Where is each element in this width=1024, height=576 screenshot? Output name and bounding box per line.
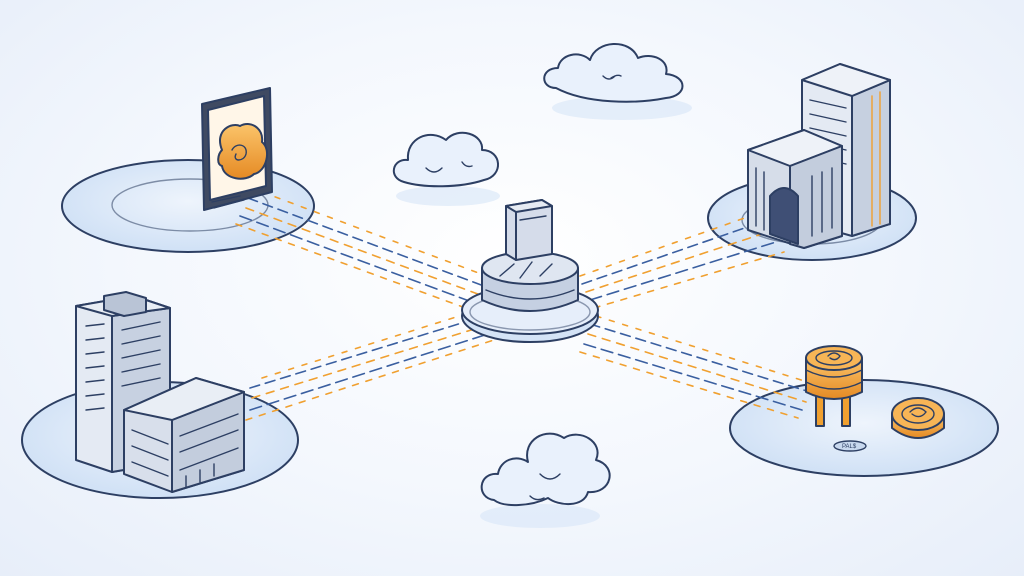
cloud-icon bbox=[393, 131, 500, 206]
coin-stack-icon: PAL$ bbox=[805, 345, 867, 452]
link-top-right bbox=[579, 213, 785, 309]
link-bottom-right bbox=[579, 315, 815, 419]
hub-server-icon bbox=[461, 199, 599, 343]
cloud-icon bbox=[543, 43, 692, 120]
office-building-icon bbox=[75, 291, 245, 493]
bank-building-icon bbox=[747, 63, 891, 249]
coin-stack-icon bbox=[891, 397, 945, 439]
link-top-left bbox=[235, 191, 509, 315]
link-bottom-left bbox=[245, 311, 495, 421]
bank-tablet-icon bbox=[201, 87, 273, 211]
cloud-icon bbox=[480, 432, 611, 528]
platform-bottom-right bbox=[729, 379, 999, 477]
coin-platform-tag: PAL$ bbox=[842, 444, 857, 450]
